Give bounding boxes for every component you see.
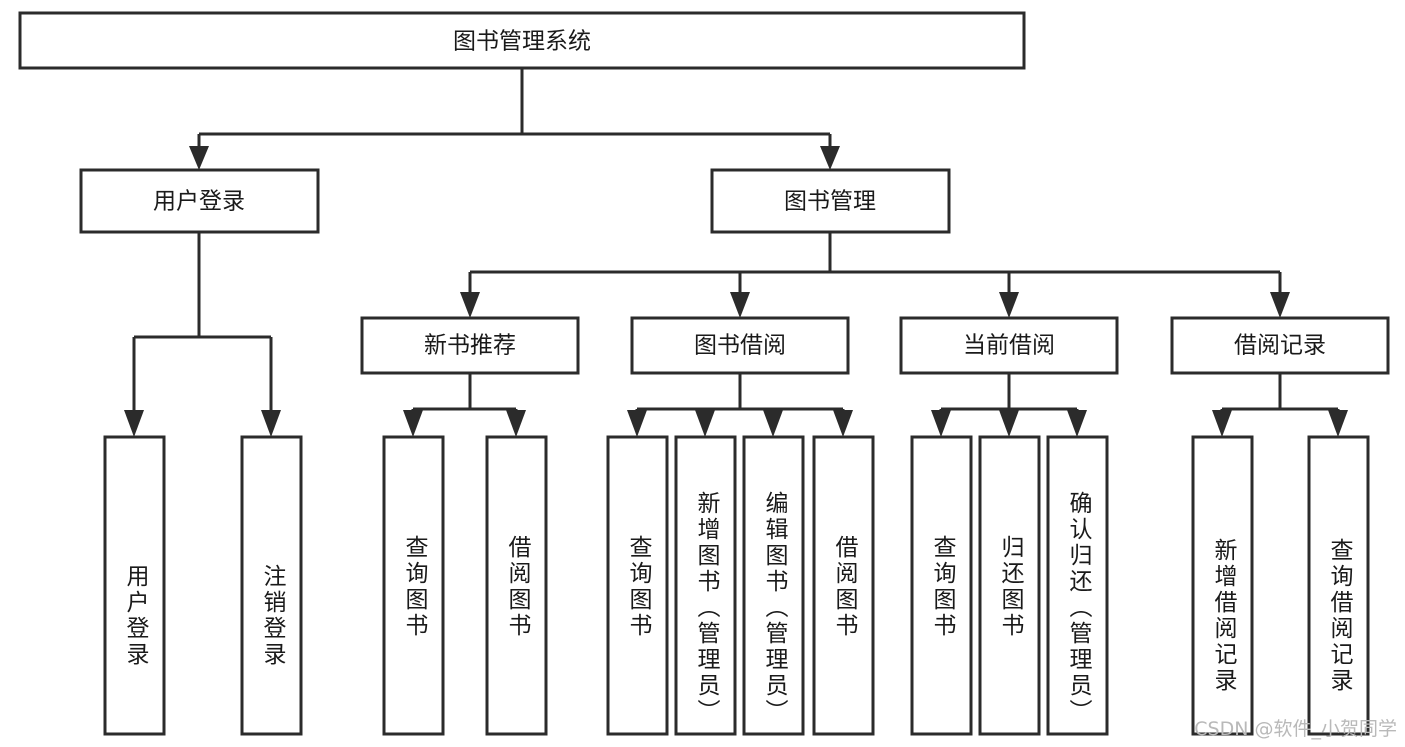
arrow-head-icon [460,292,480,318]
node-leaf-add-record-box[interactable] [1191,435,1254,736]
node-new-book-recommend[interactable]: 新书推荐 [360,316,580,375]
arrow-head-icon [999,410,1019,437]
node-root-box[interactable] [18,11,1026,70]
connector-currentborrow-to-leaves [931,373,1087,437]
connector-newbook-to-leaves [403,373,526,437]
arrow-head-icon [403,410,423,437]
node-new-book-recommend-box[interactable] [360,316,580,375]
arrow-head-icon [833,410,853,437]
node-new-book-recommend-label: 新书推荐 [424,333,516,359]
node-user-login-box[interactable] [79,168,320,234]
node-borrow-record-box[interactable] [1170,316,1390,375]
arrow-head-icon [695,410,715,437]
arrow-head-icon [189,146,209,170]
node-borrow-record-label: 借阅记录 [1234,333,1326,359]
node-leaf-query-book-3-box[interactable] [910,435,973,736]
connector-userlogin-to-leaves [124,232,281,437]
arrow-head-icon [627,410,647,437]
node-leaf-query-book-1-box[interactable] [382,435,445,736]
arrow-head-icon [1328,410,1348,437]
arrow-head-icon [820,146,840,170]
node-book-manage[interactable]: 图书管理 [710,168,951,234]
node-leaf-confirm-return-box[interactable] [1046,435,1109,736]
arrow-head-icon [999,292,1019,318]
node-root-label: 图书管理系统 [453,29,591,55]
node-user-login[interactable]: 用户登录 [79,168,320,234]
node-leaf-query-book-2-box[interactable] [606,435,669,736]
arrow-head-icon [506,410,526,437]
arrow-head-icon [1212,410,1232,437]
node-leaf-query-record-box[interactable] [1307,435,1370,736]
connector-root-to-level2 [189,68,840,170]
connector-borrowrecord-to-leaves [1212,373,1348,437]
node-leaf-return-book-box[interactable] [978,435,1041,736]
arrow-head-icon [1067,410,1087,437]
node-current-borrow[interactable]: 当前借阅 [899,316,1119,375]
connector-bookborrow-to-leaves [627,373,853,437]
node-book-manage-box[interactable] [710,168,951,234]
arrow-head-icon [730,292,750,318]
node-leaf-borrow-book-1-box[interactable] [485,435,548,736]
connector-bookmanage-to-level3 [460,232,1290,318]
node-book-borrow-box[interactable] [630,316,850,375]
node-leaf-borrow-book-2-box[interactable] [812,435,875,736]
arrow-head-icon [1270,292,1290,318]
node-book-borrow-label: 图书借阅 [694,333,786,359]
arrow-head-icon [763,410,783,437]
node-leaf-logout-login-box[interactable] [240,435,303,736]
arrow-head-icon [124,410,144,437]
node-leaf-edit-book-box[interactable] [742,435,805,736]
node-borrow-record[interactable]: 借阅记录 [1170,316,1390,375]
node-leaf-add-book-box[interactable] [674,435,737,736]
node-leaf-user-login-box[interactable] [103,435,166,736]
node-current-borrow-label: 当前借阅 [963,333,1055,359]
node-root[interactable]: 图书管理系统 [18,11,1026,70]
node-user-login-label: 用户登录 [153,189,245,215]
node-current-borrow-box[interactable] [899,316,1119,375]
node-book-manage-label: 图书管理 [784,189,876,215]
arrow-head-icon [931,410,951,437]
node-book-borrow[interactable]: 图书借阅 [630,316,850,375]
arrow-head-icon [261,410,281,437]
